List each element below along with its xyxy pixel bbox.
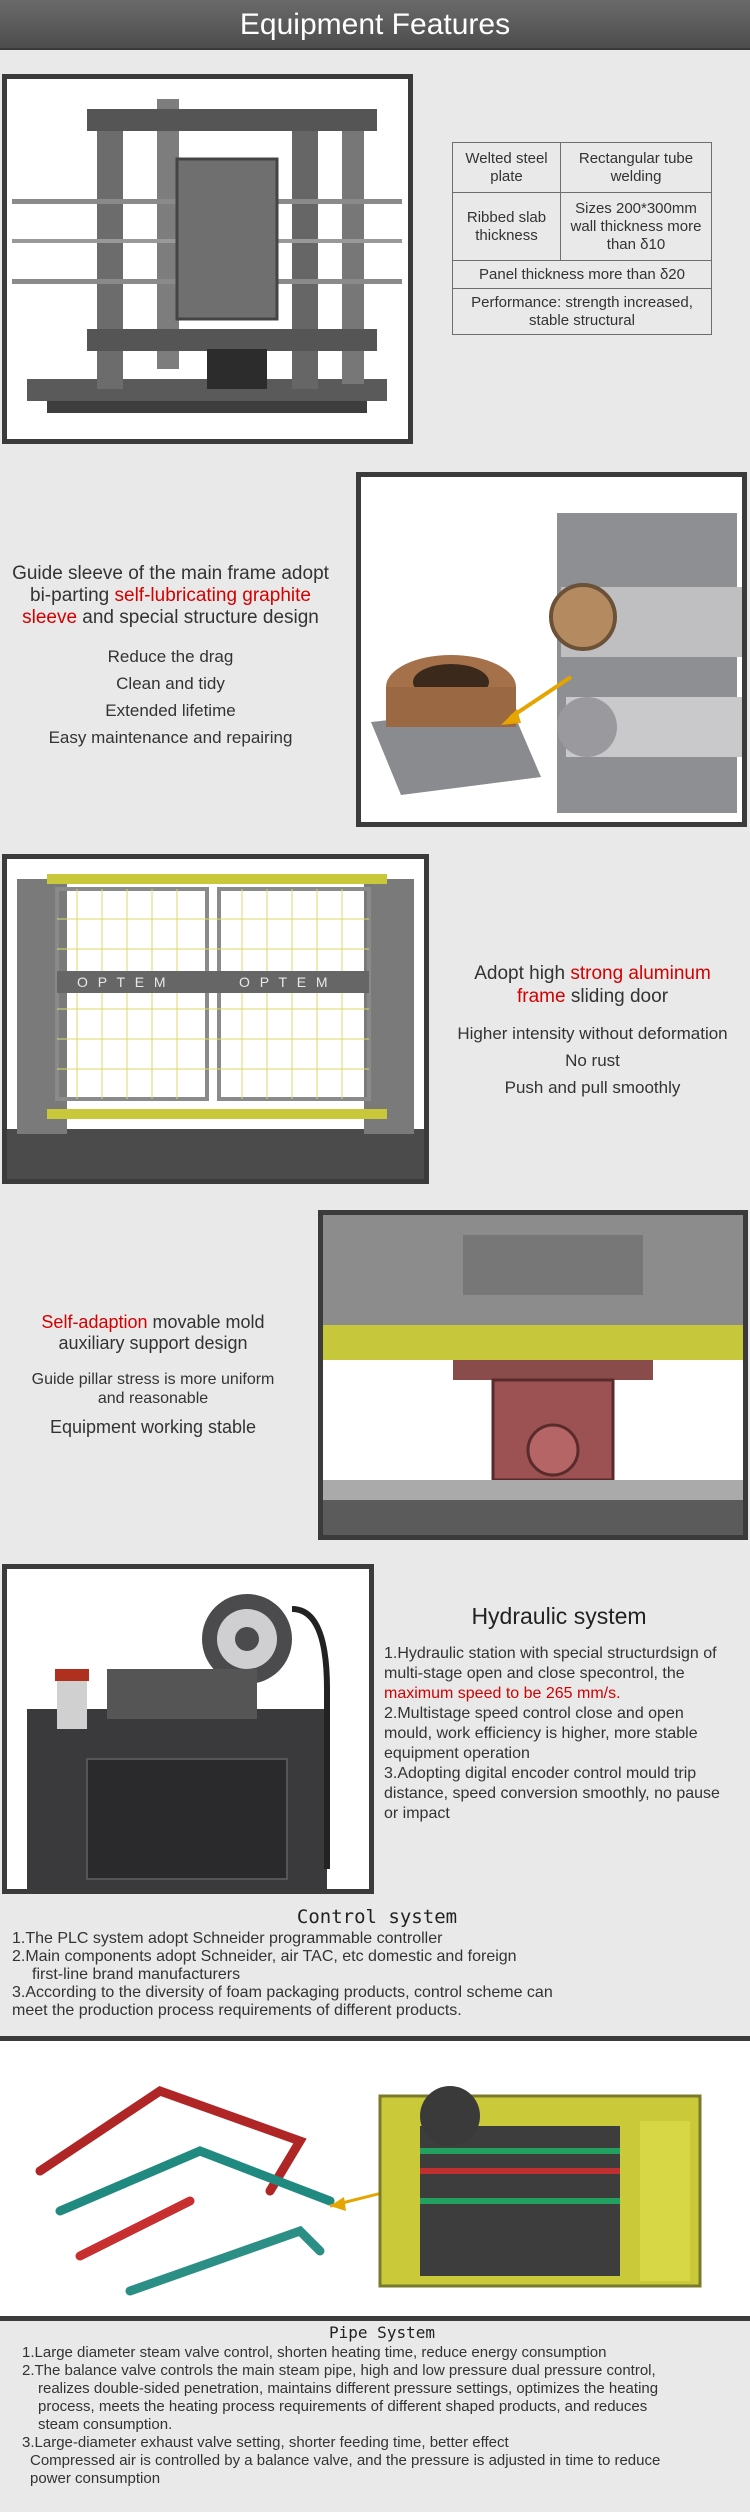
- pipe-line: steam consumption.: [38, 2416, 173, 2433]
- control-line: 1.The PLC system adopt Schneider program…: [12, 1930, 443, 1947]
- support-illustration: [323, 1215, 743, 1535]
- spec-cell: Performance: strength increased, stable …: [452, 288, 712, 335]
- self-adaption-item: Equipment working stable: [49, 1417, 257, 1437]
- main-frame-image: [2, 74, 413, 444]
- list-item: Easy maintenance and repairing: [48, 728, 293, 747]
- list-item: Higher intensity without deformation: [457, 1024, 728, 1043]
- pipe-line: power consumption: [30, 2470, 161, 2487]
- sliding-door-text: Adopt high strong aluminum frame sliding…: [435, 962, 750, 1101]
- list-item: Reduce the drag: [107, 647, 234, 666]
- page-title: Equipment Features: [239, 8, 511, 41]
- list-item: No rust: [565, 1051, 620, 1070]
- spec-cell: Sizes 200*300mm wall thickness more than…: [560, 192, 712, 261]
- control-line: meet the production process requirements…: [12, 2002, 462, 2019]
- spec-cell: Panel thickness more than δ20: [452, 260, 712, 289]
- self-adaption-item: Guide pillar stress is more uniform and …: [31, 1371, 275, 1407]
- guide-sleeve-illustration: [361, 477, 742, 822]
- list-item: Clean and tidy: [116, 674, 225, 693]
- hydraulic-point-1: 1.Hydraulic station with special structu…: [384, 1645, 717, 1702]
- pipe-illustration: [0, 2041, 750, 2316]
- spec-cell: Rectangular tube welding: [560, 142, 712, 193]
- pipe-line: 1.Large diameter steam valve control, sh…: [22, 2344, 607, 2361]
- pipe-line: 3.Large-diameter exhaust valve setting, …: [22, 2434, 509, 2451]
- list-item: Push and pull smoothly: [504, 1078, 681, 1097]
- sliding-door-illustration: O P T E M O P T E M: [7, 859, 424, 1179]
- pipe-image: [0, 2036, 750, 2321]
- guide-sleeve-image: [356, 472, 747, 827]
- page-header: Equipment Features: [0, 0, 750, 50]
- hydraulic-text: Hydraulic system 1.Hydraulic station wit…: [384, 1602, 734, 1824]
- hydraulic-illustration: [7, 1569, 369, 1889]
- guide-sleeve-text: Guide sleeve of the main frame adopt bi-…: [8, 563, 333, 751]
- list-item: Extended lifetime: [105, 701, 236, 720]
- hydraulic-title: Hydraulic system: [471, 1603, 647, 1629]
- hydraulic-point-2: 2.Multistage speed control close and ope…: [384, 1705, 698, 1762]
- sliding-door-image: O P T E M O P T E M: [2, 854, 429, 1184]
- control-line: 3.According to the diversity of foam pac…: [12, 1984, 553, 2001]
- steel-frame-illustration: [7, 79, 408, 439]
- self-adaption-text: Self-adaption movable mold auxiliary sup…: [8, 1312, 298, 1438]
- sliding-door-heading: Adopt high strong aluminum frame sliding…: [474, 963, 711, 1007]
- pipe-line: Compressed air is controlled by a balanc…: [30, 2452, 661, 2469]
- pipe-line: process, meets the heating process requi…: [38, 2398, 648, 2415]
- pipe-title: Pipe System: [329, 2323, 435, 2342]
- hydraulic-point-3: 3.Adopting digital encoder control mould…: [384, 1765, 720, 1822]
- spec-table: Welted steel plate Rectangular tube weld…: [452, 142, 712, 335]
- panel-label: O P T E M: [77, 974, 169, 990]
- panel-label: O P T E M: [239, 974, 331, 990]
- guide-sleeve-heading: Guide sleeve of the main frame adopt bi-…: [12, 563, 329, 628]
- spec-cell: Welted steel plate: [452, 142, 561, 193]
- pipe-line: 2.The balance valve controls the main st…: [22, 2362, 656, 2379]
- pipe-line: realizes double-sided penetration, maint…: [38, 2380, 659, 2397]
- control-title: Control system: [296, 1906, 458, 1928]
- support-image: [318, 1210, 748, 1540]
- spec-cell: Ribbed slab thickness: [452, 192, 561, 261]
- hydraulic-image: [2, 1564, 374, 1894]
- control-system: Control system 1.The PLC system adopt Sc…: [12, 1904, 742, 2020]
- pipe-system: Pipe System 1.Large diameter steam valve…: [22, 2322, 742, 2488]
- self-adaption-heading: Self-adaption movable mold auxiliary sup…: [41, 1312, 265, 1353]
- control-line: 2.Main components adopt Schneider, air T…: [12, 1948, 517, 1965]
- control-line: first-line brand manufacturers: [32, 1966, 241, 1983]
